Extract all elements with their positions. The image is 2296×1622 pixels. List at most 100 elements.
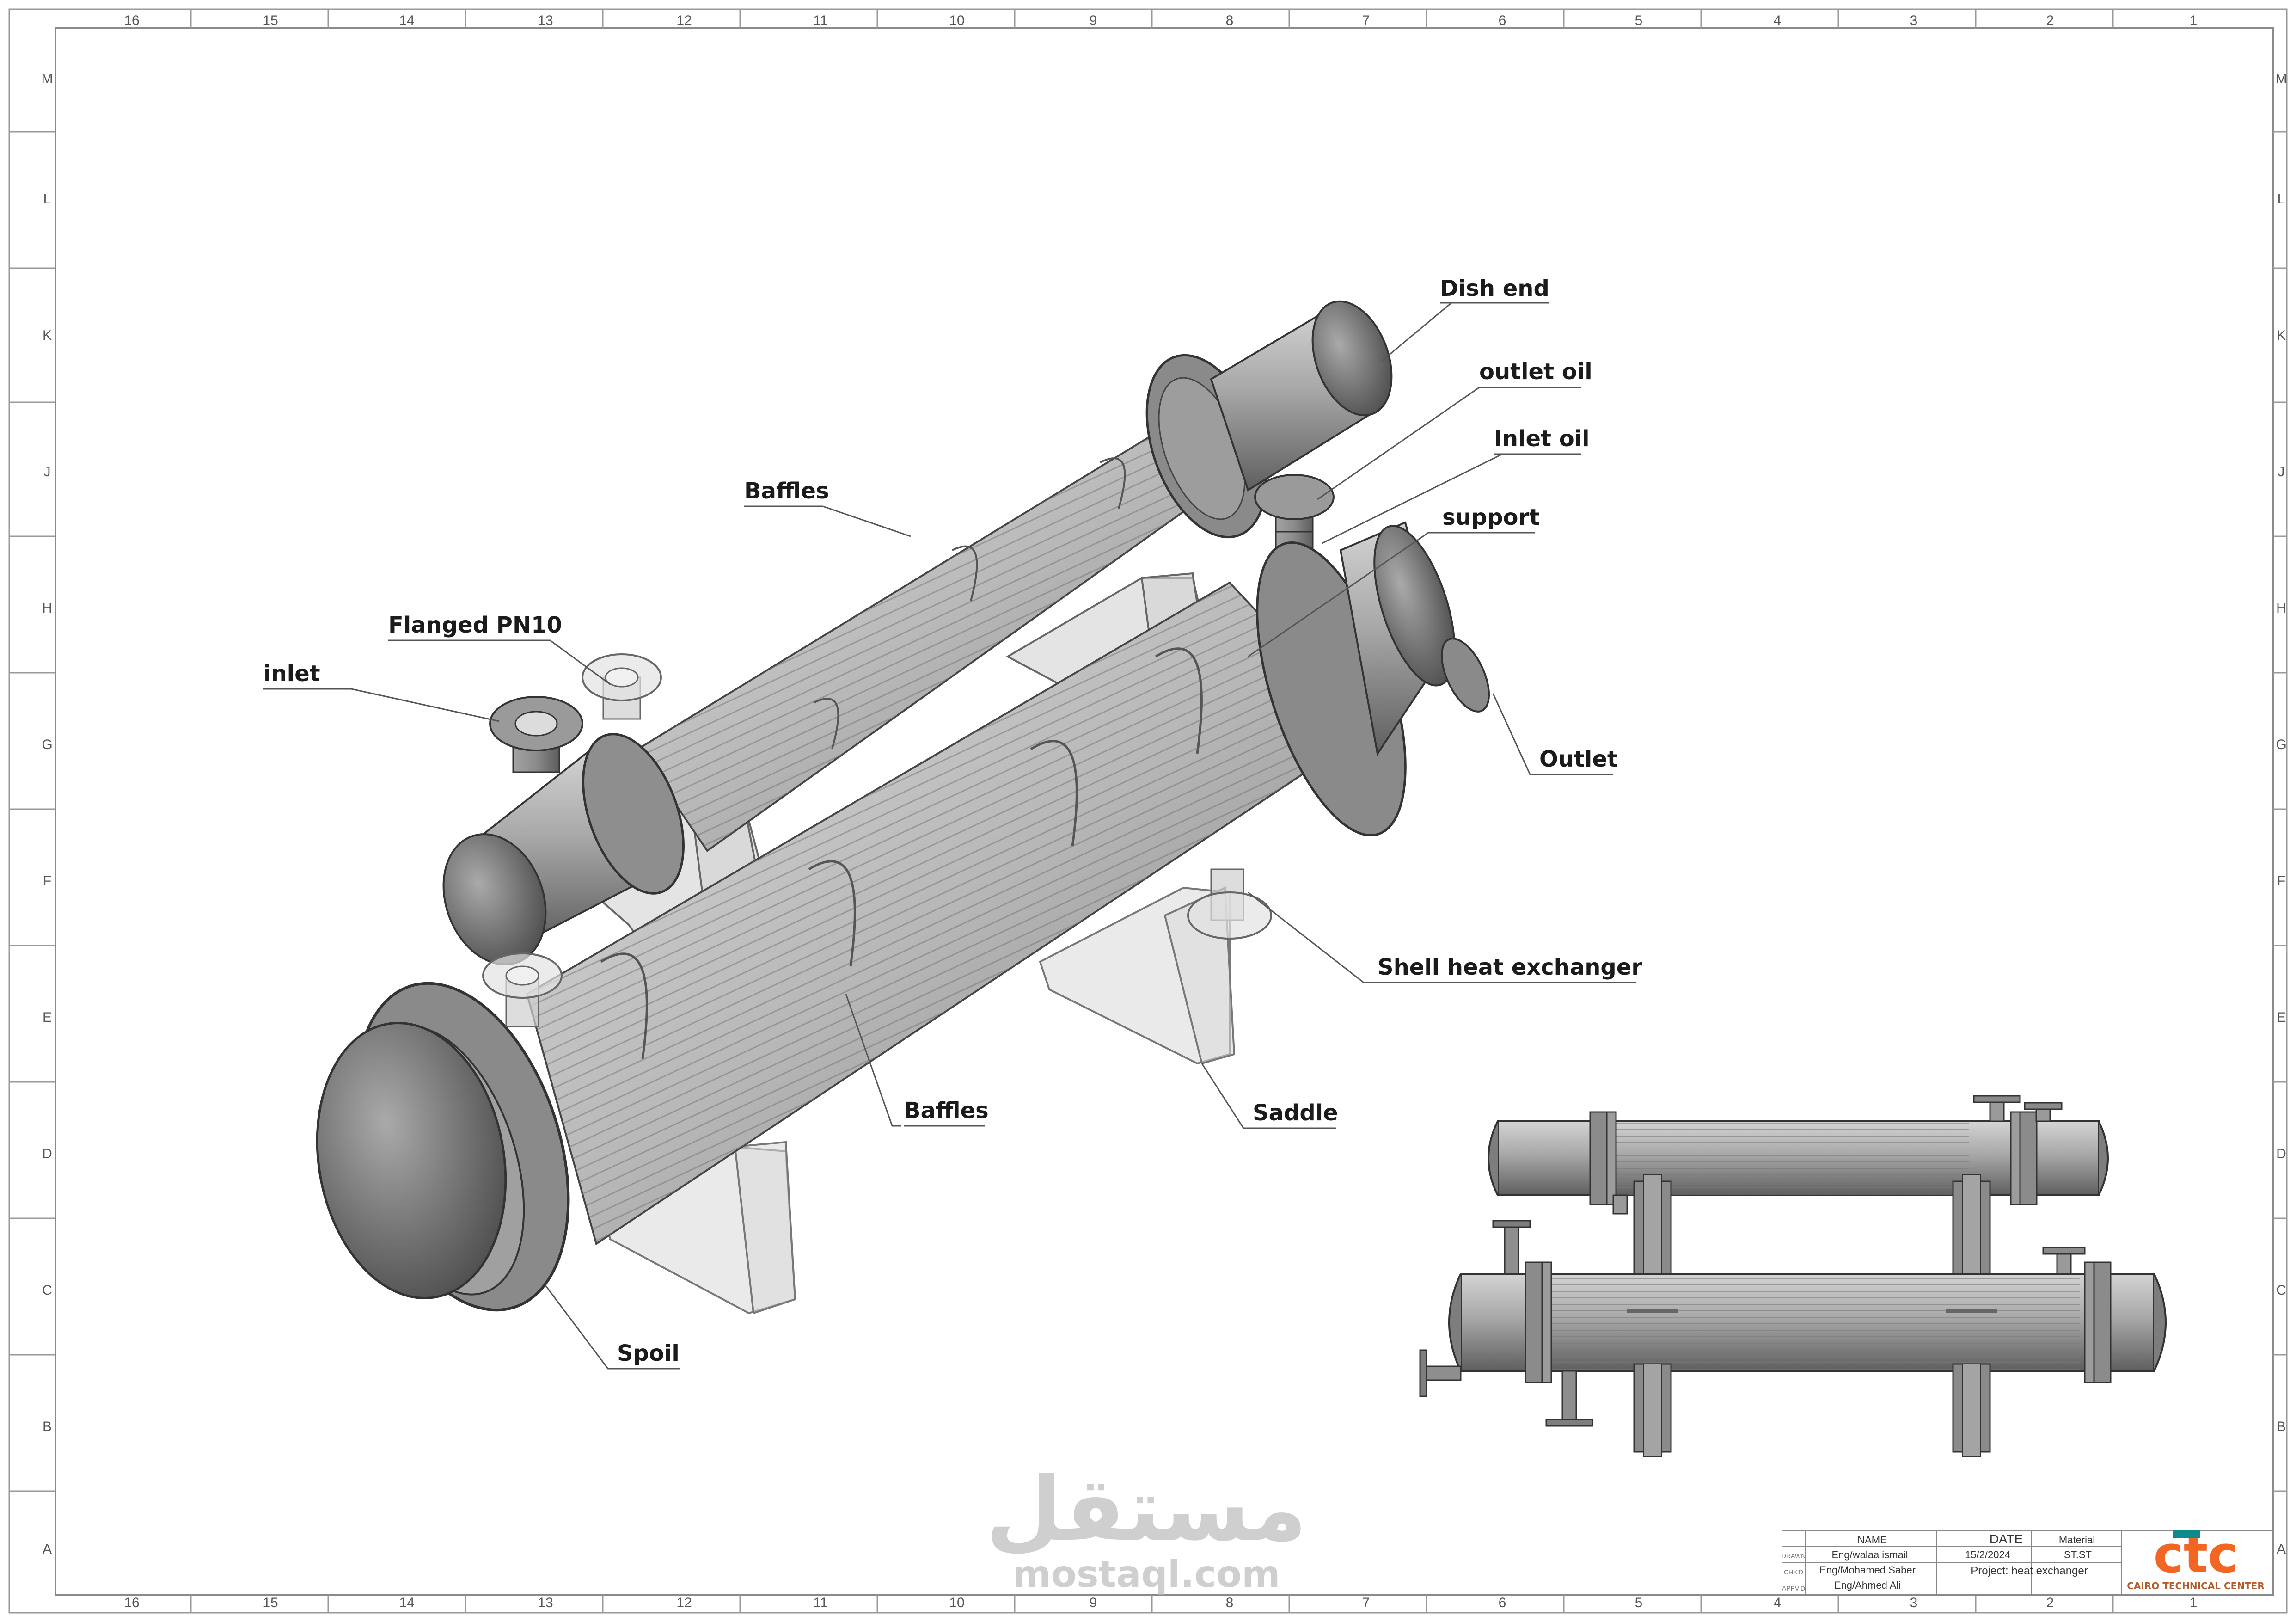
tb-date-header: DATE <box>1990 1532 2023 1546</box>
callout-saddle: Saddle <box>1253 1100 1338 1126</box>
tb-checked-label: CHK'D <box>1784 1568 1803 1576</box>
col-label-14-bottom: 14 <box>399 1595 414 1610</box>
callout-inlet: inlet <box>263 661 320 687</box>
col-label-16: 16 <box>124 13 139 28</box>
col-label-2-bottom: 2 <box>2046 1595 2054 1610</box>
tb-drawn-label: DRAWN <box>1782 1552 1806 1560</box>
watermark-arabic: مستقل <box>986 1458 1307 1561</box>
ctc-logo: ctc CAIRO TECHNICAL CENTER <box>2127 1525 2265 1591</box>
col-label-14: 14 <box>399 13 414 28</box>
col-label-16-bottom: 16 <box>124 1595 139 1610</box>
row-label-L-right: L <box>2278 191 2285 207</box>
side-view <box>1419 1095 2167 1457</box>
row-label-B: B <box>43 1419 52 1434</box>
callout-inlet-oil: Inlet oil <box>1494 426 1590 452</box>
col-label-8-bottom: 8 <box>1226 1595 1234 1610</box>
row-label-G: G <box>42 737 52 752</box>
col-label-15-bottom: 15 <box>263 1595 278 1610</box>
col-label-4: 4 <box>1774 13 1782 28</box>
col-label-9: 9 <box>1090 13 1097 28</box>
col-label-5: 5 <box>1635 13 1643 28</box>
row-label-D: D <box>42 1146 52 1161</box>
callout-outlet-oil: outlet oil <box>1479 359 1592 385</box>
col-label-1: 1 <box>2190 13 2198 28</box>
col-label-15: 15 <box>263 13 278 28</box>
callout-spoil: Spoil <box>617 1340 680 1366</box>
tb-project: Project: heat exchanger <box>1971 1565 2088 1577</box>
tb-checked-name: Eng/Mohamed Saber <box>1819 1564 1916 1576</box>
shell-bottom-nozzle <box>1187 868 1272 940</box>
col-label-12: 12 <box>676 13 692 28</box>
title-block-text: NAME DATE Material DRAWN CHK'D APPV'D En… <box>1782 1532 2095 1592</box>
tb-approved-label: APPV'D <box>1782 1585 1805 1592</box>
tb-drawn-name: Eng/walaa ismail <box>1831 1549 1908 1561</box>
col-label-3: 3 <box>1910 13 1918 28</box>
row-label-E-right: E <box>2277 1010 2286 1025</box>
col-label-6: 6 <box>1499 13 1506 28</box>
inlet-nozzle <box>489 696 583 773</box>
border-row-ticks <box>9 131 2287 1492</box>
row-label-H-right: H <box>2276 601 2286 616</box>
col-label-2: 2 <box>2046 13 2054 28</box>
upper-left-flange <box>582 733 685 895</box>
callout-baffles-bottom: Baffles <box>904 1098 989 1124</box>
callout-flanged-pn10: Flanged PN10 <box>388 612 562 638</box>
callout-underlines <box>263 302 1636 1370</box>
col-label-5-bottom: 5 <box>1635 1595 1643 1610</box>
watermark-latin: mostaql.com <box>1013 1553 1280 1596</box>
row-label-C-right: C <box>2276 1283 2286 1298</box>
row-label-M-right: M <box>2276 71 2287 86</box>
row-label-J: J <box>44 464 51 479</box>
tb-approved-name: Eng/Ahmed Ali <box>1834 1579 1901 1591</box>
sheet-border <box>8 8 2288 1614</box>
tb-name-header: NAME <box>1857 1534 1887 1546</box>
col-label-13-bottom: 13 <box>538 1595 553 1610</box>
tb-material-header: Material <box>2059 1534 2095 1546</box>
row-label-F: F <box>43 873 51 889</box>
row-label-K-right: K <box>2277 328 2286 343</box>
col-label-12-bottom: 12 <box>676 1595 692 1610</box>
col-label-10-bottom: 10 <box>949 1595 964 1610</box>
row-label-L: L <box>43 191 51 207</box>
row-label-J-right: J <box>2278 464 2285 479</box>
callout-outlet: Outlet <box>1539 746 1618 772</box>
upper-exchanger <box>442 300 1393 965</box>
tb-date: 15/2/2024 <box>1965 1549 2010 1561</box>
col-label-3-bottom: 3 <box>1910 1595 1918 1610</box>
col-label-11: 11 <box>813 13 827 28</box>
row-label-H: H <box>42 601 52 616</box>
col-label-11-bottom: 11 <box>813 1595 827 1610</box>
row-label-F-right: F <box>2277 873 2285 889</box>
border-column-ticks <box>190 9 2114 1613</box>
col-label-9-bottom: 9 <box>1090 1595 1097 1610</box>
col-label-7-bottom: 7 <box>1362 1595 1370 1610</box>
col-label-7: 7 <box>1362 13 1370 28</box>
flanged-pn10-nozzle <box>582 653 662 720</box>
row-label-G-right: G <box>2276 737 2286 752</box>
row-label-B-right: B <box>2277 1419 2286 1434</box>
row-label-K: K <box>43 328 52 343</box>
row-label-D-right: D <box>2276 1146 2286 1161</box>
col-label-6-bottom: 6 <box>1499 1595 1506 1610</box>
lower-left-dish <box>316 1022 507 1299</box>
col-label-13: 13 <box>538 13 553 28</box>
row-label-M: M <box>42 71 53 86</box>
lower-exchanger <box>316 521 1490 1312</box>
col-label-4-bottom: 4 <box>1774 1595 1782 1610</box>
tb-material: ST.ST <box>2064 1549 2092 1561</box>
row-label-A-right: A <box>2277 1542 2286 1557</box>
shell-top-nozzle <box>482 952 563 1027</box>
callout-dish-end: Dish end <box>1440 276 1549 301</box>
isometric-view <box>316 300 1490 1315</box>
callout-baffles-top: Baffles <box>744 478 829 504</box>
company-name: CAIRO TECHNICAL CENTER <box>2127 1580 2265 1591</box>
row-label-C: C <box>42 1283 52 1298</box>
mostaql-watermark: مستقل mostaql.com <box>986 1458 1307 1596</box>
callout-shell-heat-exchanger: Shell heat exchanger <box>1378 954 1642 980</box>
dish-end-cap <box>1311 300 1393 417</box>
row-label-E: E <box>43 1010 52 1025</box>
callout-support: support <box>1442 504 1540 530</box>
col-label-10: 10 <box>949 13 964 28</box>
row-label-A: A <box>43 1542 52 1557</box>
title-block <box>1782 1530 2273 1596</box>
